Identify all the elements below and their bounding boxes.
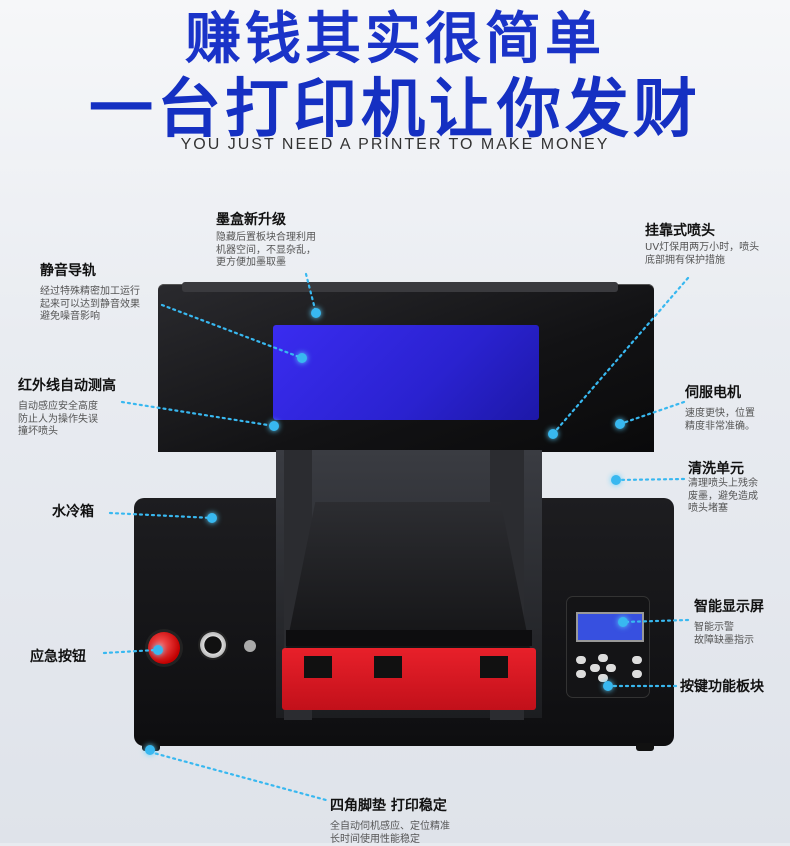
keypad-key-icon [576, 670, 586, 678]
headline-line1: 赚钱其实很简单 [185, 7, 605, 72]
callout-dot-water-tank [207, 513, 217, 523]
feature-water-tank-title: 水冷箱 [52, 504, 94, 520]
keypad-key-icon [606, 664, 616, 672]
tray-clamp [480, 656, 508, 678]
callout-dot-cleaning-unit [611, 475, 621, 485]
leader-line-display [621, 618, 690, 624]
printer-lid [182, 282, 618, 292]
feature-keypad-title: 按键功能板块 [680, 679, 764, 695]
leader-line-cleaning-unit [614, 477, 686, 482]
callout-dot-servo-motor [615, 419, 625, 429]
leader-line-feet [148, 750, 328, 802]
feature-emergency-title: 应急按钮 [30, 649, 86, 665]
feature-silent-rail-desc: 经过特殊精密加工运行起来可以达到静音效果避免噪音影响 [40, 286, 140, 322]
callout-dot-display [618, 617, 628, 627]
callout-dot-keypad [603, 681, 613, 691]
callout-dot-emergency [153, 645, 163, 655]
feature-ink-box-title: 墨盒新升级 [216, 212, 286, 228]
keypad-key-icon [598, 654, 608, 662]
feature-display-title: 智能显示屏 [694, 599, 764, 615]
feature-servo-motor-title: 伺服电机 [685, 385, 741, 401]
print-tray [286, 502, 530, 648]
power-switch-icon [244, 640, 256, 652]
feature-infrared-desc: 自动感应安全高度防止人为操作失误撞坏喷头 [18, 401, 98, 437]
feature-print-head-title: 挂靠式喷头 [645, 223, 715, 239]
keypad-key-icon [590, 664, 600, 672]
feature-display-desc: 智能示警故障缺墨指示 [694, 622, 754, 646]
feature-feet-desc: 全自动伺机感应、定位精准长时间使用性能稳定 [330, 821, 450, 845]
keypad-key-icon [632, 656, 642, 664]
lcd-display-icon [576, 612, 644, 642]
tray-clamp [374, 656, 402, 678]
leader-line-silent-rail [160, 303, 304, 360]
feature-silent-rail-title: 静音导轨 [40, 263, 96, 279]
printer-uv-window [273, 325, 539, 420]
callout-dot-feet [145, 745, 155, 755]
headline-line2: 一台打印机让你发财 [89, 73, 701, 147]
feature-cleaning-unit-title: 清洗单元 [688, 461, 744, 477]
tray-clamp [304, 656, 332, 678]
leader-line-print-head [551, 276, 690, 436]
keypad-key-icon [576, 656, 586, 664]
printer-foot [636, 743, 654, 751]
feature-cleaning-unit-desc: 清理喷头上残余废墨，避免造成喷头堵塞 [688, 478, 758, 514]
callout-dot-print-head [548, 429, 558, 439]
feature-ink-box-desc: 隐藏后置板块合理利用机器空间，不显杂乱，更方便加墨取墨 [216, 232, 316, 268]
leader-line-emergency [102, 648, 158, 655]
dial-knob-icon [198, 630, 228, 660]
callout-dot-infrared [269, 421, 279, 431]
callout-dot-ink-box [311, 308, 321, 318]
leader-line-water-tank [108, 511, 214, 520]
callout-dot-silent-rail [297, 353, 307, 363]
feature-print-head-desc: UV灯保用两万小时，喷头底部拥有保护措施 [645, 242, 760, 266]
keypad-key-icon [632, 670, 642, 678]
feature-servo-motor-desc: 速度更快，位置精度非常准确。 [685, 408, 755, 432]
feature-infrared-title: 红外线自动测高 [18, 378, 116, 394]
leader-line-servo-motor [618, 400, 686, 426]
print-tray-edge [286, 630, 532, 646]
leader-line-infrared [120, 400, 276, 428]
keypad-key-icon [598, 674, 608, 682]
feature-feet-title: 四角脚垫 打印稳定 [330, 798, 447, 814]
leader-line-ink-box [304, 272, 318, 315]
headline-subtitle: YOU JUST NEED A PRINTER TO MAKE MONEY [180, 136, 610, 153]
